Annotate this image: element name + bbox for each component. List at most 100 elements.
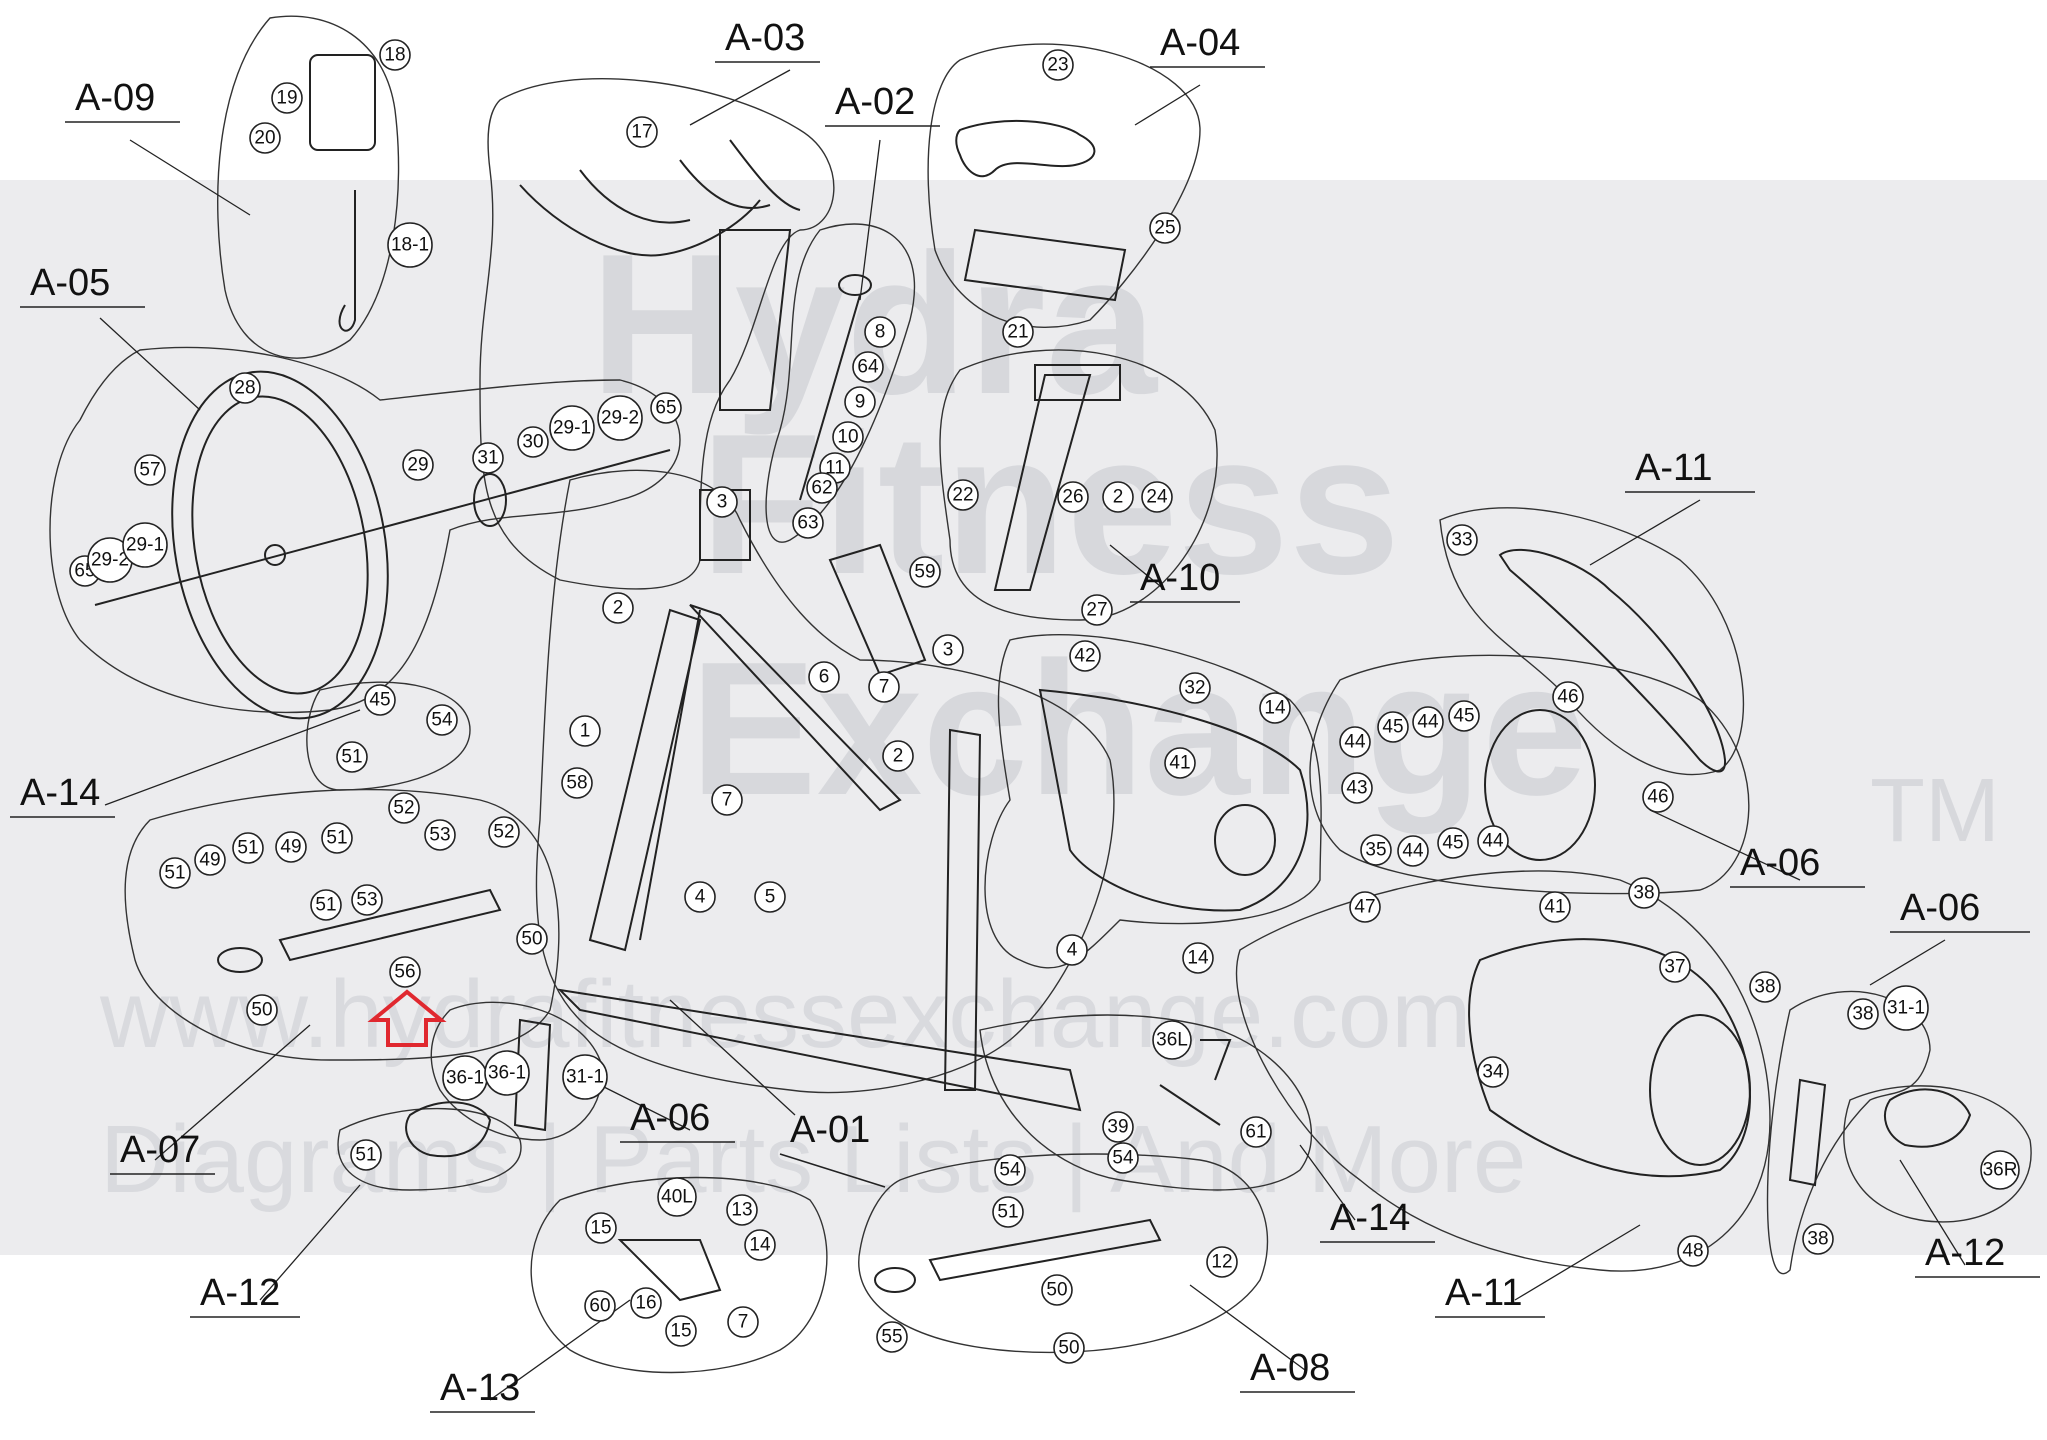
callout-58-circle	[561, 767, 593, 799]
assembly-leader-line	[1649, 809, 1801, 881]
console-unit	[309, 54, 376, 151]
magnet	[473, 473, 507, 527]
assembly-label-a-10: A-10	[1140, 557, 1220, 599]
callout-51: 51	[326, 828, 347, 849]
callout-51: 51	[341, 747, 362, 768]
callout-31-circle	[472, 442, 504, 474]
crank-cover-hub	[1649, 1014, 1751, 1166]
callout-52: 52	[493, 822, 514, 843]
callout-38: 38	[1633, 883, 1654, 904]
assembly-label-a-14a: A-14	[20, 772, 100, 814]
callout-36l-circle	[1152, 1020, 1192, 1060]
callout-17: 17	[631, 122, 652, 143]
callout-3: 3	[943, 640, 954, 661]
brake-rod	[799, 294, 861, 501]
right-pedal	[1884, 1088, 1972, 1148]
callout-18-circle	[379, 39, 411, 71]
end-cap-rear	[874, 1267, 916, 1293]
callout-13: 13	[731, 1200, 752, 1221]
group-outline-a14a	[306, 681, 471, 791]
callout-35: 35	[1365, 840, 1386, 861]
rear-stabilizer	[928, 1218, 1162, 1282]
callout-25-circle	[1149, 212, 1181, 244]
callout-45-circle	[1437, 827, 1469, 859]
assembly-leader-line	[1109, 544, 1166, 591]
callout-61-circle	[1240, 1116, 1272, 1148]
callout-38-circle	[1802, 1223, 1834, 1255]
callout-44: 44	[1482, 831, 1504, 852]
callout-29: 29	[407, 455, 428, 476]
assembly-label-a-12a: A-12	[200, 1272, 280, 1314]
group-outline-a14b	[979, 1014, 1313, 1191]
callout-38-circle	[1847, 998, 1879, 1030]
callout-51-circle	[992, 1196, 1024, 1228]
callout-51: 51	[164, 863, 185, 884]
callout-4-circle	[1056, 934, 1088, 966]
belt	[1498, 548, 1727, 773]
callout-44-circle	[1477, 825, 1509, 857]
callout-53: 53	[429, 825, 450, 846]
callout-40l-circle	[657, 1177, 697, 1217]
callout-45: 45	[1382, 717, 1403, 738]
watermark-tagline: Diagrams | Parts Lists | And More	[100, 1106, 1527, 1213]
assembly-leader-line	[1869, 939, 1946, 986]
assembly-label-a-07: A-07	[120, 1129, 200, 1171]
callout-45: 45	[369, 690, 390, 711]
callout-11: 11	[825, 458, 845, 479]
watermark-trademark: TM	[1870, 761, 2000, 861]
callout-45-circle	[364, 684, 396, 716]
assembly-leader-line	[1134, 84, 1201, 126]
callout-42: 42	[1074, 646, 1095, 667]
brake-knob	[838, 274, 872, 296]
callout-35-circle	[1360, 834, 1392, 866]
callout-18-1: 18-1	[391, 235, 429, 256]
assembly-label-a-06b: A-06	[1740, 842, 1820, 884]
callout-29-1-circle	[549, 405, 595, 451]
seat-slider	[963, 228, 1127, 302]
callout-36l: 36L	[1156, 1030, 1188, 1051]
callout-48: 48	[1682, 1241, 1703, 1262]
callout-65: 65	[655, 398, 676, 419]
callout-4: 4	[1067, 940, 1078, 961]
drive-sprocket	[1484, 709, 1596, 861]
crank-cover	[1468, 938, 1751, 1178]
callout-26-circle	[1057, 481, 1089, 513]
callout-8-circle	[864, 316, 896, 348]
callout-50-circle	[1041, 1274, 1073, 1306]
callout-33-circle	[1446, 524, 1478, 556]
callout-30: 30	[522, 432, 543, 453]
callout-19: 19	[276, 88, 297, 109]
callout-9: 9	[855, 392, 866, 413]
callout-34-circle	[1477, 1056, 1509, 1088]
callout-20-circle	[249, 122, 281, 154]
callout-18: 18	[384, 45, 405, 66]
callout-36r-circle	[1980, 1150, 2020, 1190]
chain-guard-hole	[1214, 804, 1276, 876]
callout-2: 2	[613, 598, 624, 619]
assembly-label-a-01: A-01	[790, 1109, 870, 1151]
front-stabilizer	[278, 888, 502, 962]
callout-6: 6	[819, 667, 830, 688]
assembly-leader-line	[259, 1184, 361, 1301]
callout-29-2: 29-2	[91, 550, 129, 571]
callout-41: 41	[1169, 753, 1190, 774]
assembly-leader-line	[1514, 1224, 1641, 1301]
assembly-leader-line	[1589, 499, 1701, 566]
frame-front	[557, 608, 1082, 1112]
callout-62-circle	[806, 472, 838, 504]
callout-14-circle	[744, 1229, 776, 1261]
callout-10-circle	[832, 421, 864, 453]
tool-wrench	[1159, 1084, 1221, 1126]
group-outline-a12b	[1843, 1085, 2032, 1223]
callout-59: 59	[914, 562, 935, 583]
callout-60: 60	[589, 1296, 610, 1317]
callout-21: 21	[1007, 322, 1028, 343]
seat-post-top	[1034, 364, 1121, 401]
assembly-label-a-05: A-05	[30, 262, 110, 304]
callout-41: 41	[1544, 897, 1565, 918]
callout-36-1: 36-1	[488, 1063, 526, 1084]
callout-50: 50	[1046, 1280, 1067, 1301]
callout-31-1-circle	[562, 1054, 608, 1100]
callout-20: 20	[254, 128, 275, 149]
callout-28-circle	[229, 372, 261, 404]
